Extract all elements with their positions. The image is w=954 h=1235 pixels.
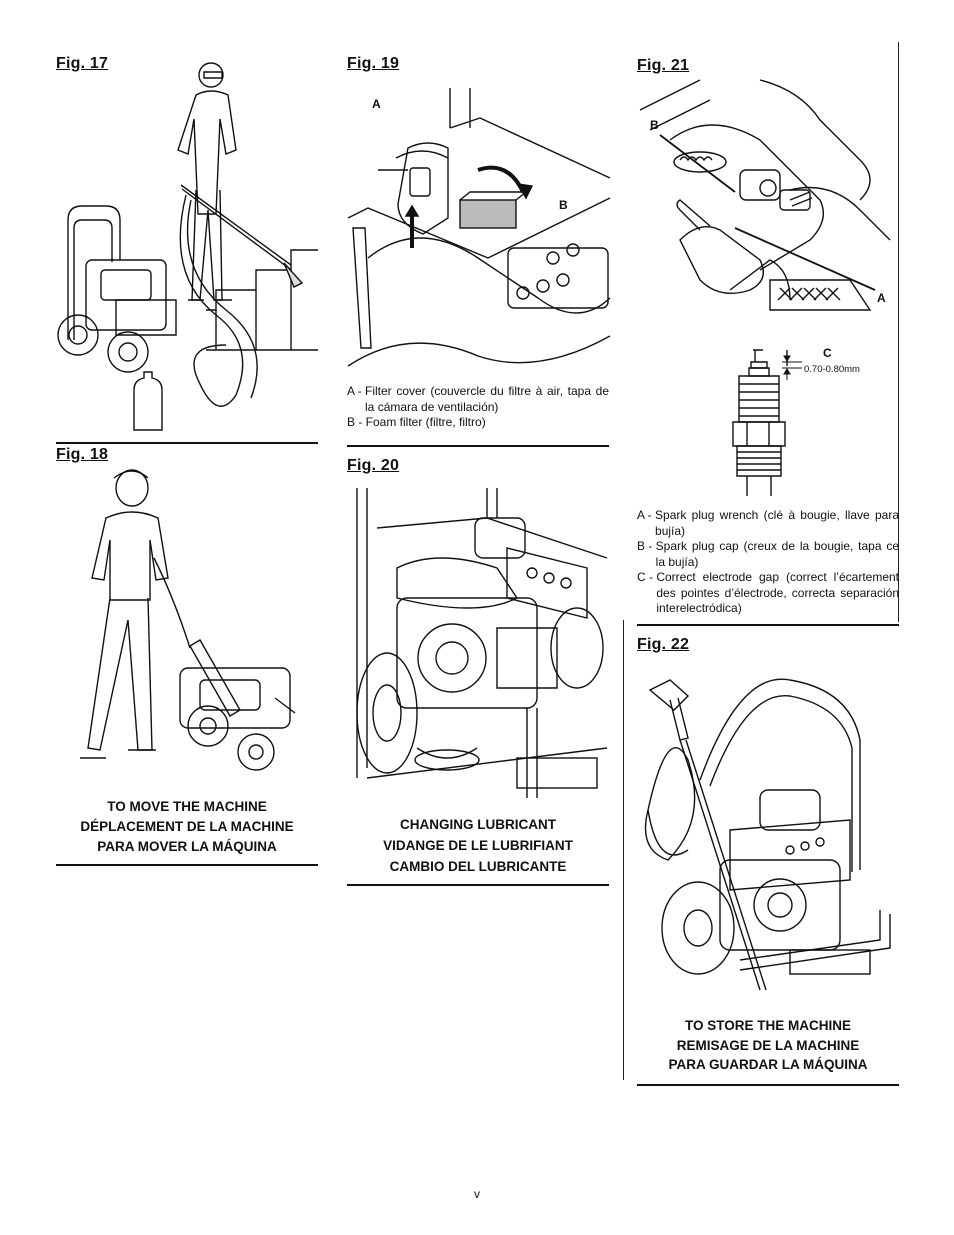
legend-key: C -: [637, 570, 657, 584]
fig22-title: Fig. 22: [637, 636, 690, 653]
fig20-divider: [347, 884, 609, 886]
fig21-title: Fig. 21: [637, 57, 690, 74]
fig17-title: Fig. 17: [56, 55, 109, 72]
caption-line-en: TO STORE THE MACHINE: [684, 1018, 851, 1033]
legend-item-c: C - Correct electrode gap (correct l’éca…: [637, 570, 899, 617]
caption-line-es: CAMBIO DEL LUBRICANTE: [389, 859, 567, 874]
legend-text: Spark plug cap (creux de la bougie, tapa…: [655, 539, 899, 569]
pressure-washer-operator-drawing: [57, 62, 318, 431]
fig22-caption: TO STORE THE MACHINE REMISAGE DE LA MACH…: [637, 1016, 899, 1075]
fig17-divider: [56, 442, 318, 444]
gap-dimension-marks: [782, 350, 802, 380]
fig18-title: Fig. 18: [56, 446, 109, 463]
fig19-legend: A - Filter cover (couvercle du filtre à …: [347, 384, 609, 431]
legend-text: Correct electrode gap (correct l’écartem…: [656, 570, 899, 615]
right-column-border-left: [623, 620, 624, 1080]
fig18-illustration: [70, 468, 310, 778]
fig21-label-b: B: [650, 118, 659, 132]
caption-line-fr: DÉPLACEMENT DE LA MACHINE: [80, 819, 294, 834]
fig21-divider: [637, 624, 899, 626]
electrode-gap-value: 0.70-0.80mm: [804, 364, 860, 375]
man-moving-washer-drawing: [80, 469, 296, 771]
caption-line-fr: REMISAGE DE LA MACHINE: [676, 1037, 860, 1053]
legend-text: Foam filter (filtre, filtro): [365, 415, 486, 429]
fig21-label-a: A: [877, 291, 886, 305]
legend-key: A -: [637, 508, 656, 522]
caption-line-en: CHANGING LUBRICANT: [400, 817, 556, 832]
washer-storage-drawing: [644, 678, 891, 991]
fig19-illustration: [347, 88, 611, 367]
fig21-illustration: [639, 79, 898, 330]
fig20-illustration: [356, 488, 608, 806]
fig18-caption: TO MOVE THE MACHINE DÉPLACEMENT DE LA MA…: [56, 797, 318, 857]
fig20-caption: CHANGING LUBRICANT VIDANGE DE LE LUBRIFI…: [347, 814, 609, 877]
legend-text: Spark plug wrench (clé à bougie, llave p…: [655, 508, 899, 538]
legend-item-a: A - Spark plug wrench (clé à bougie, lla…: [637, 508, 899, 539]
legend-key: B -: [637, 539, 656, 553]
legend-text: Filter cover (couvercle du filtre à air,…: [365, 384, 609, 414]
spark-plug-removal-drawing: [639, 79, 891, 311]
engine-oil-change-drawing: [356, 488, 608, 798]
fig19-title: Fig. 19: [347, 55, 400, 72]
fig22-divider: [637, 1084, 899, 1086]
legend-item-a: A - Filter cover (couvercle du filtre à …: [347, 384, 609, 415]
caption-line-es: PARA GUARDAR LA MÁQUINA: [668, 1057, 868, 1072]
legend-item-b: B - Spark plug cap (creux de la bougie, …: [637, 539, 899, 570]
legend-item-b: B - Foam filter (filtre, filtro): [347, 415, 609, 431]
fig19-label-a: A: [372, 97, 381, 111]
right-column-border: [898, 42, 899, 622]
fig19-label-b: B: [559, 198, 568, 212]
legend-key: A -: [347, 384, 366, 398]
fig22-illustration: [640, 660, 892, 1000]
page-number: v: [474, 1187, 480, 1201]
caption-line-en: TO MOVE THE MACHINE: [107, 799, 267, 814]
caption-line-fr: VIDANGE DE LE LUBRIFIANT: [383, 838, 573, 853]
fig18-divider: [56, 864, 318, 866]
fig21-label-c: C: [823, 346, 832, 360]
air-filter-drawing: [347, 88, 611, 367]
spark-plug-drawing: [732, 349, 788, 496]
legend-key: B -: [347, 415, 366, 429]
spark-plug-gap-illustration: [725, 340, 788, 500]
fig21-legend: A - Spark plug wrench (clé à bougie, lla…: [637, 508, 899, 617]
fig19-divider: [347, 445, 609, 447]
caption-line-es: PARA MOVER LA MÁQUINA: [97, 839, 277, 854]
fig17-illustration: [56, 60, 318, 438]
fig20-title: Fig. 20: [347, 457, 400, 474]
